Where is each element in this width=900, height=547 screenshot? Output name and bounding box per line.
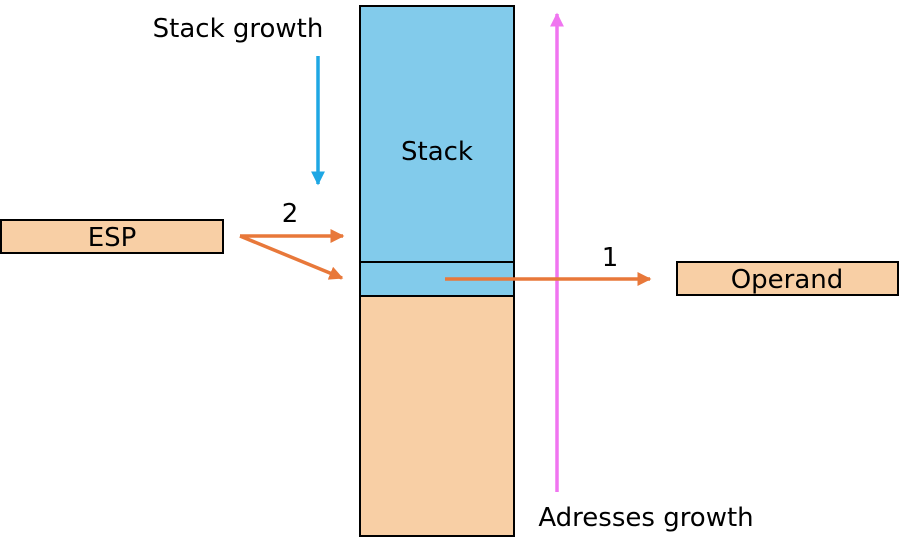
- operand-box: [676, 261, 899, 296]
- stack-growth-label: Stack growth: [153, 14, 324, 44]
- step-2-label: 2: [282, 199, 299, 229]
- step-1-label: 1: [602, 243, 619, 273]
- stack-label: Stack: [401, 137, 473, 167]
- esp-label: ESP: [88, 223, 137, 253]
- esp-arrow-new-top: [239, 234, 344, 280]
- free-memory-region: [359, 295, 515, 537]
- esp-register-box: [0, 219, 224, 254]
- stack-region: [359, 5, 515, 263]
- addresses-growth-label: Adresses growth: [538, 503, 753, 533]
- operand-label: Operand: [731, 265, 844, 295]
